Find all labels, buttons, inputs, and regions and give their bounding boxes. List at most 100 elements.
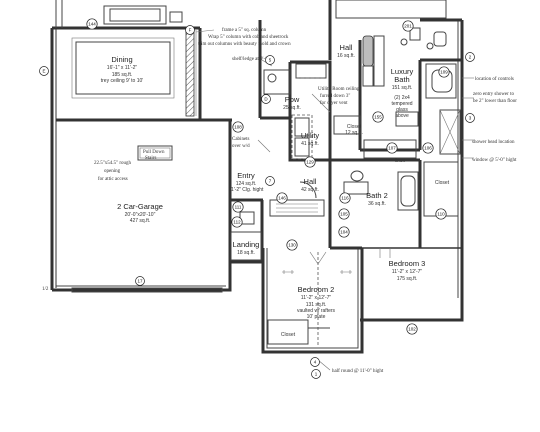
washer	[294, 117, 310, 137]
svg-text:(2) 2x4: (2) 2x4	[394, 95, 410, 101]
svg-text:130: 130	[288, 243, 296, 248]
linen-label: linen	[395, 158, 406, 164]
svg-text:11'-2" Clg. hight: 11'-2" Clg. hight	[229, 187, 264, 193]
svg-text:1/2: 1/2	[42, 287, 49, 292]
tag-104: 104	[338, 226, 350, 238]
tag-2: 2	[465, 52, 475, 62]
svg-text:129: 129	[306, 160, 314, 165]
dryer	[294, 137, 310, 157]
svg-text:be 2" lower than floor: be 2" lower than floor	[473, 99, 517, 104]
tag-5: 5	[265, 55, 275, 65]
svg-text:shelf/ledge at 9'-6": shelf/ledge at 9'-6"	[232, 57, 270, 62]
tag-111: 111	[232, 201, 244, 213]
closet-b2-label: Closet	[281, 332, 296, 338]
hall-top-label: Hall	[340, 43, 353, 52]
tag-1: 1	[311, 369, 321, 379]
tag-D: D	[261, 94, 271, 104]
pull-down-stairs	[137, 145, 173, 161]
svg-text:2: 2	[469, 55, 472, 60]
svg-text:131 sq.ft.: 131 sq.ft.	[306, 302, 327, 308]
bedroom3-label: Bedroom 3	[389, 259, 426, 268]
svg-text:opening: opening	[104, 169, 121, 174]
svg-text:zero entry shower to: zero entry shower to	[473, 92, 514, 97]
tag-105: 105	[338, 208, 350, 220]
tag-108: 108	[232, 121, 244, 133]
garage-label: 2 Car-Garage	[117, 202, 163, 211]
svg-text:108: 108	[234, 125, 242, 130]
tag-109: 109	[438, 66, 450, 78]
svg-text:25 sq.ft.: 25 sq.ft.	[283, 105, 301, 111]
tag-102: 102	[406, 323, 418, 335]
svg-text:Pull Down: Pull Down	[143, 150, 165, 155]
svg-text:Cabinets: Cabinets	[232, 137, 250, 142]
svg-text:Wrap 5" column with cob and sh: Wrap 5" column with cob and sheetrock	[208, 35, 289, 40]
svg-text:106: 106	[424, 146, 432, 151]
bedroom2-label: Bedroom 2	[298, 285, 335, 294]
tag-144: 144	[86, 18, 98, 30]
tub	[425, 63, 457, 99]
exterior-walls	[50, 0, 464, 354]
tag-3: 3	[465, 113, 475, 123]
top-cabinets	[103, 5, 167, 25]
svg-text:shower head location: shower head location	[472, 140, 515, 145]
top-right-room	[335, 0, 447, 19]
right-closet	[423, 161, 459, 217]
tag-106: 106	[422, 142, 434, 154]
tag-7: 7	[265, 176, 275, 186]
closet-utility-label: Closet	[347, 124, 362, 130]
svg-text:201: 201	[404, 24, 412, 29]
svg-text:16'-1" x 11'-2": 16'-1" x 11'-2"	[107, 65, 138, 71]
room-labels: Dining 16'-1" x 11'-2" 185 sq.ft. trey c…	[101, 43, 450, 338]
luxury-bath-label: Luxury	[391, 67, 414, 76]
svg-text:10' plate: 10' plate	[307, 314, 326, 320]
tag-17: 17	[135, 276, 145, 286]
svg-text:window @ 5'-0" hight: window @ 5'-0" hight	[472, 158, 517, 163]
tag-110: 110	[435, 208, 447, 220]
svg-text:155: 155	[374, 115, 382, 120]
closet-right-label: Closet	[435, 180, 450, 186]
shower	[439, 109, 461, 155]
svg-text:11'-2" x 12'-7": 11'-2" x 12'-7"	[301, 295, 332, 301]
svg-text:109: 109	[440, 70, 448, 75]
tag-F: F	[185, 25, 195, 35]
svg-text:vaulted w/ rafters: vaulted w/ rafters	[297, 308, 336, 314]
svg-text:above: above	[395, 113, 409, 119]
tag-129: 129	[304, 156, 316, 168]
hall-mid-label: Hall	[304, 177, 317, 186]
svg-text:110: 110	[437, 212, 445, 217]
svg-text:146: 146	[278, 196, 286, 201]
landing-label: Landing	[233, 240, 260, 249]
svg-text:location of controls: location of controls	[475, 77, 514, 82]
svg-text:22.5"x54.5" rough: 22.5"x54.5" rough	[94, 161, 131, 166]
utility-label: Utility	[301, 131, 320, 140]
svg-text:Utility Room ceiling: Utility Room ceiling	[318, 87, 360, 92]
dining-trey-ceiling	[75, 41, 171, 95]
tag-116: 116	[339, 192, 351, 204]
svg-text:trim out columns with beauty m: trim out columns with beauty mold and cr…	[198, 42, 291, 47]
svg-text:116: 116	[341, 196, 349, 201]
svg-text:124 sq.ft.: 124 sq.ft.	[236, 181, 257, 187]
svg-text:3: 3	[469, 116, 472, 121]
svg-text:Bath: Bath	[394, 75, 409, 84]
svg-text:427 sq.ft.: 427 sq.ft.	[130, 218, 151, 224]
svg-text:16 sq.ft.: 16 sq.ft.	[337, 53, 355, 59]
bath2-label: Bath 2	[366, 191, 388, 200]
tag-E: E	[39, 66, 49, 76]
svg-text:trey ceiling 9' to 10': trey ceiling 9' to 10'	[101, 78, 144, 84]
svg-text:tempered: tempered	[391, 101, 412, 107]
svg-text:glass: glass	[396, 107, 408, 113]
entry-bench	[269, 199, 325, 217]
svg-text:185 sq.ft.: 185 sq.ft.	[112, 72, 133, 78]
tag-155: 155	[372, 111, 384, 123]
tag-112: 112	[231, 216, 243, 228]
sink-left	[362, 35, 374, 67]
tag-146: 146	[276, 192, 288, 204]
tag-4: 4	[310, 357, 320, 367]
svg-text:for attic access: for attic access	[98, 177, 128, 182]
svg-text:175 sq.ft.: 175 sq.ft.	[397, 276, 418, 282]
dining-label: Dining	[111, 55, 132, 64]
svg-text:107: 107	[388, 146, 396, 151]
svg-text:151 sq.ft.: 151 sq.ft.	[392, 85, 413, 91]
